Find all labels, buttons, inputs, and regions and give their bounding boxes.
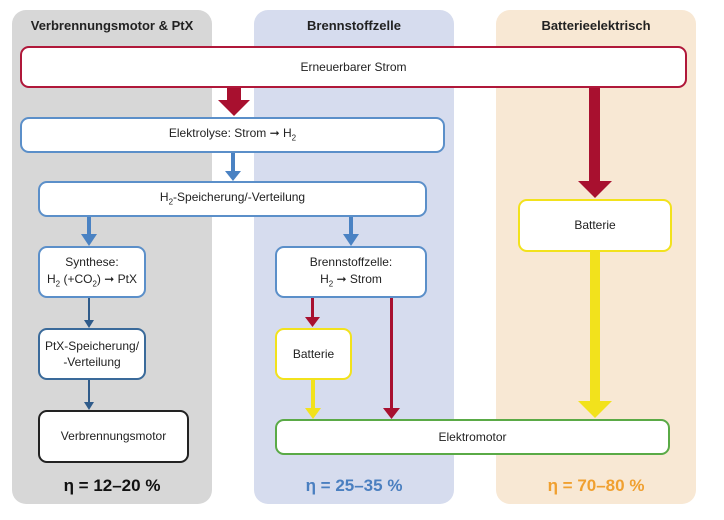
box-verbrennungsmotor: Verbrennungsmotor [38, 410, 189, 463]
column-title-batterieelektrisch: Batterieelektrisch [541, 18, 651, 33]
box-h2-speicherung: H2-Speicherung/-Verteilung [38, 181, 427, 217]
box-batterie: Batterie [518, 199, 672, 252]
box-erneuerbarer-strom: Erneuerbarer Strom [20, 46, 687, 88]
box-synthese: Synthese:H2 (+CO2) ➞ PtX [38, 246, 146, 298]
box-batterie-label: Batterie [574, 218, 616, 233]
arrow-strom-to-elektrolyse [218, 88, 250, 116]
box-elektrolyse-label: Elektrolyse: Strom ➞ H2 [168, 126, 297, 143]
box-synthese-label: Synthese:H2 (+CO2) ➞ PtX [47, 255, 137, 288]
column-title-brennstoffzelle: Brennstoffzelle [307, 18, 401, 33]
arrow-strom-to-batterie [578, 88, 612, 198]
box-batterie-brennstoffzelle-label: Batterie [292, 346, 335, 361]
arrow-batterie-to-elektromotor [578, 252, 612, 418]
box-brennstoffzelle-label: Brennstoffzelle:H2 ➞ Strom [309, 255, 393, 288]
efficiency-verbrennung: η = 12–20 % [63, 476, 161, 495]
arrow-batterie-bz-to-elektromotor [305, 380, 321, 419]
arrow-speicherung-to-brennstoffzelle [343, 217, 359, 246]
arrow-speicherung-to-synthese [81, 217, 97, 246]
efficiency-batterieelektrisch: η = 70–80 % [547, 476, 645, 495]
box-ptx-speicherung: PtX-Speicherung/-Verteilung [38, 328, 146, 380]
arrow-brennstoffzelle-to-batterie [305, 298, 320, 327]
box-elektrolyse: Elektrolyse: Strom ➞ H2 [20, 117, 445, 153]
efficiency-brennstoffzelle: η = 25–35 % [305, 476, 403, 495]
box-batterie-brennstoffzelle: Batterie [275, 328, 352, 380]
arrow-synthese-to-ptx [84, 298, 94, 328]
column-title-verbrennung: Verbrennungsmotor & PtX [30, 18, 194, 33]
box-h2-speicherung-label: H2-Speicherung/-Verteilung [159, 190, 306, 207]
box-brennstoffzelle: Brennstoffzelle:H2 ➞ Strom [275, 246, 427, 298]
box-verbrennungsmotor-label: Verbrennungsmotor [60, 429, 167, 444]
arrow-elektrolyse-to-speicherung [225, 152, 241, 181]
box-erneuerbarer-strom-label: Erneuerbarer Strom [300, 59, 407, 74]
box-elektromotor: Elektromotor [275, 419, 670, 455]
box-elektromotor-label: Elektromotor [438, 429, 507, 444]
arrow-brennstoffzelle-to-elektromotor [383, 298, 400, 419]
box-ptx-speicherung-label: PtX-Speicherung/-Verteilung [44, 338, 140, 369]
arrow-ptx-to-verbrennungsmotor [84, 380, 94, 410]
